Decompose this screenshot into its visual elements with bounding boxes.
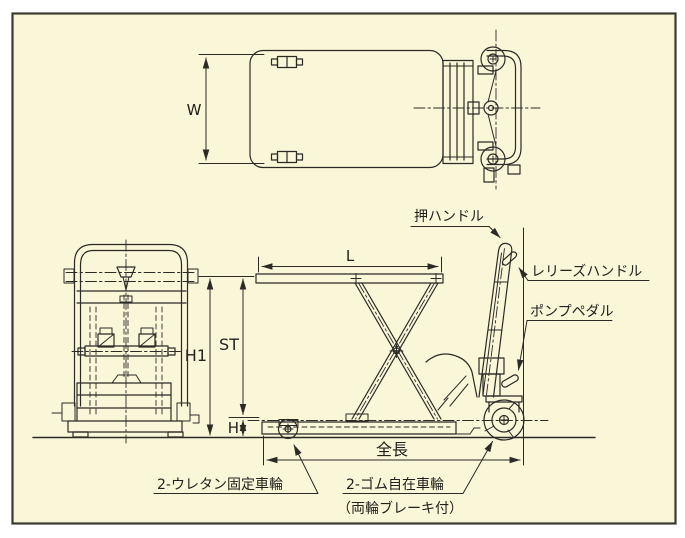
dim-overall-length	[263, 227, 524, 466]
release-handle-lever	[501, 251, 518, 266]
platform-side	[255, 273, 444, 284]
front-wheels-leader	[153, 444, 319, 494]
rear-wheels-label: 2-ゴム自在車輪	[346, 476, 444, 493]
pump-pedal-leader	[517, 320, 613, 371]
handle-loop-top-view	[486, 49, 522, 166]
fixed-wheel-side	[277, 418, 299, 440]
scissor-arms	[345, 282, 442, 422]
overall-length-label: 全長	[376, 440, 408, 459]
release-handle-leader	[518, 267, 650, 281]
callout-leaders	[153, 226, 650, 494]
dim-w	[198, 54, 265, 164]
front-wheels-label: 2-ウレタン固定車輪	[157, 476, 283, 493]
l-dimension-label: L	[346, 247, 355, 265]
push-handle-label: 押ハンドル	[414, 209, 484, 225]
rear-wheels-note-label: （両輪ブレーキ付）	[337, 500, 463, 517]
h1-dimension-label: H1	[185, 346, 207, 365]
base-front	[51, 374, 200, 438]
swivel-caster-top-icon	[480, 46, 506, 72]
handle-loop-front	[73, 243, 189, 407]
dim-l	[258, 256, 442, 273]
pump-pedal-label: ポンプペダル	[530, 304, 614, 320]
top-view	[198, 29, 541, 190]
fixed-caster-top-icon	[270, 55, 304, 69]
pump-cover	[425, 353, 478, 411]
push-handle-leader	[410, 226, 501, 238]
h-dimension-label: H	[228, 419, 239, 437]
push-handle-side	[478, 242, 513, 398]
carriage-front	[71, 327, 183, 357]
frame-top-view	[442, 59, 521, 183]
handle-loop-front-inner	[79, 249, 183, 407]
side-view	[247, 227, 549, 466]
pump-pedal-lever	[501, 374, 519, 388]
w-dimension-label: W	[187, 101, 202, 119]
dim-h1-st-h	[198, 276, 260, 437]
rear-wheels-leader	[342, 441, 493, 494]
swivel-caster-top-icon	[480, 146, 506, 172]
front-view	[51, 239, 200, 444]
st-dimension-label: ST	[219, 335, 239, 354]
fixed-caster-top-icon	[270, 150, 304, 164]
release-handle-label: レリーズハンドル	[531, 264, 642, 280]
